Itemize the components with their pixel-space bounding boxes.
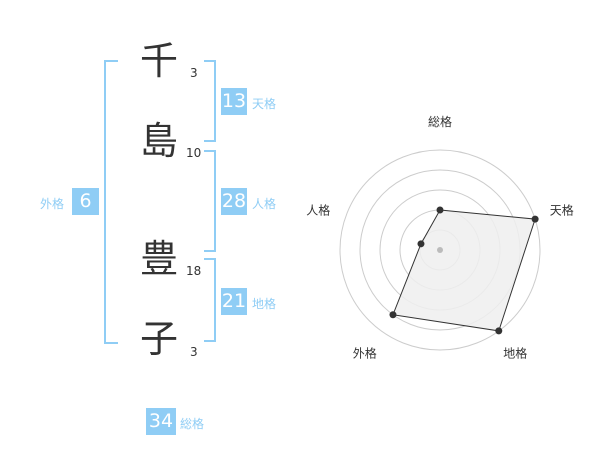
gaikaku-value: 6 (72, 188, 99, 215)
chikaku-label: 地格 (252, 297, 277, 311)
radar-point-2 (495, 327, 503, 335)
name-char-2: 島 (140, 119, 179, 163)
chikaku-value: 21 (221, 288, 247, 315)
radar-point-4 (417, 240, 425, 248)
radar-axis-label-4: 人格 (306, 202, 330, 217)
radar-point-0 (436, 206, 444, 214)
gaikaku-label: 外格 (40, 197, 65, 211)
stroke-count-2: 10 (186, 146, 202, 160)
radar-ring (339, 149, 541, 351)
stroke-count-3: 18 (186, 264, 202, 278)
name-char-4: 子 (140, 317, 179, 361)
radar-center-dot (437, 247, 443, 253)
name-char-1: 千 (140, 39, 179, 83)
radar-polygon (392, 209, 536, 332)
jinkaku-bracket (204, 150, 216, 252)
tenkaku-value: 13 (221, 88, 247, 115)
jinkaku-label: 人格 (252, 197, 277, 211)
soukaku-label: 総格 (180, 417, 205, 431)
radar-axis-label-3: 外格 (353, 346, 377, 361)
gaikaku-bracket (104, 60, 118, 344)
radar-point-3 (389, 311, 397, 319)
stroke-count-1: 3 (190, 66, 198, 80)
jinkaku-value: 28 (221, 188, 247, 215)
stroke-count-4: 3 (190, 345, 198, 359)
chikaku-bracket (204, 258, 216, 342)
radar-axis-label-2: 地格 (503, 346, 527, 361)
tenkaku-label: 天格 (252, 97, 277, 111)
radar-axis-label-1: 天格 (550, 202, 574, 217)
radar-point-1 (531, 215, 539, 223)
soukaku-value: 34 (146, 408, 176, 435)
tenkaku-bracket (204, 60, 216, 142)
name-char-3: 豊 (140, 237, 179, 281)
radar-axis-label-0: 総格 (428, 114, 452, 129)
